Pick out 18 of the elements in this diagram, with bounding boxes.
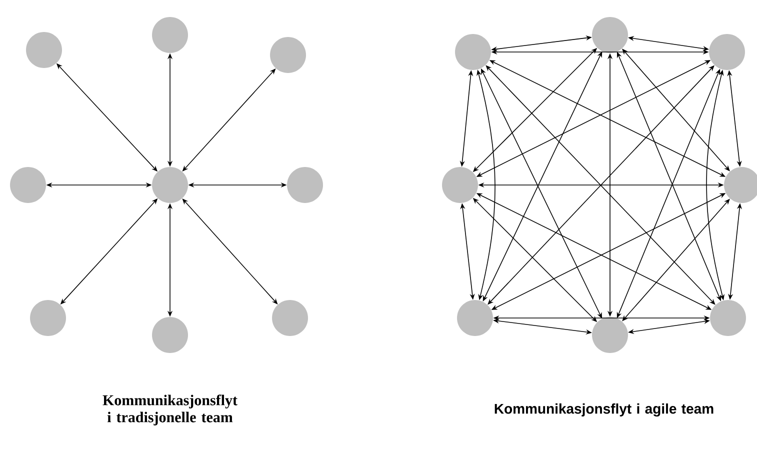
- circle: [287, 167, 323, 203]
- circle: [152, 317, 188, 353]
- circle: [272, 300, 308, 336]
- circle: [455, 34, 491, 70]
- circle: [152, 167, 188, 203]
- circle: [442, 167, 478, 203]
- circle: [270, 37, 306, 73]
- caption: Kommunikasjonsflyt i tradisjonelle team: [102, 394, 238, 426]
- circle: [457, 300, 493, 336]
- circle: [710, 300, 746, 336]
- circle: [152, 17, 188, 53]
- circle: [592, 17, 628, 53]
- circle: [709, 34, 745, 70]
- caption: Kommunikasjonsflyt i agile team: [494, 403, 714, 417]
- circle: [10, 167, 46, 203]
- circle: [592, 317, 628, 353]
- circle: [26, 32, 62, 68]
- circle: [30, 300, 66, 336]
